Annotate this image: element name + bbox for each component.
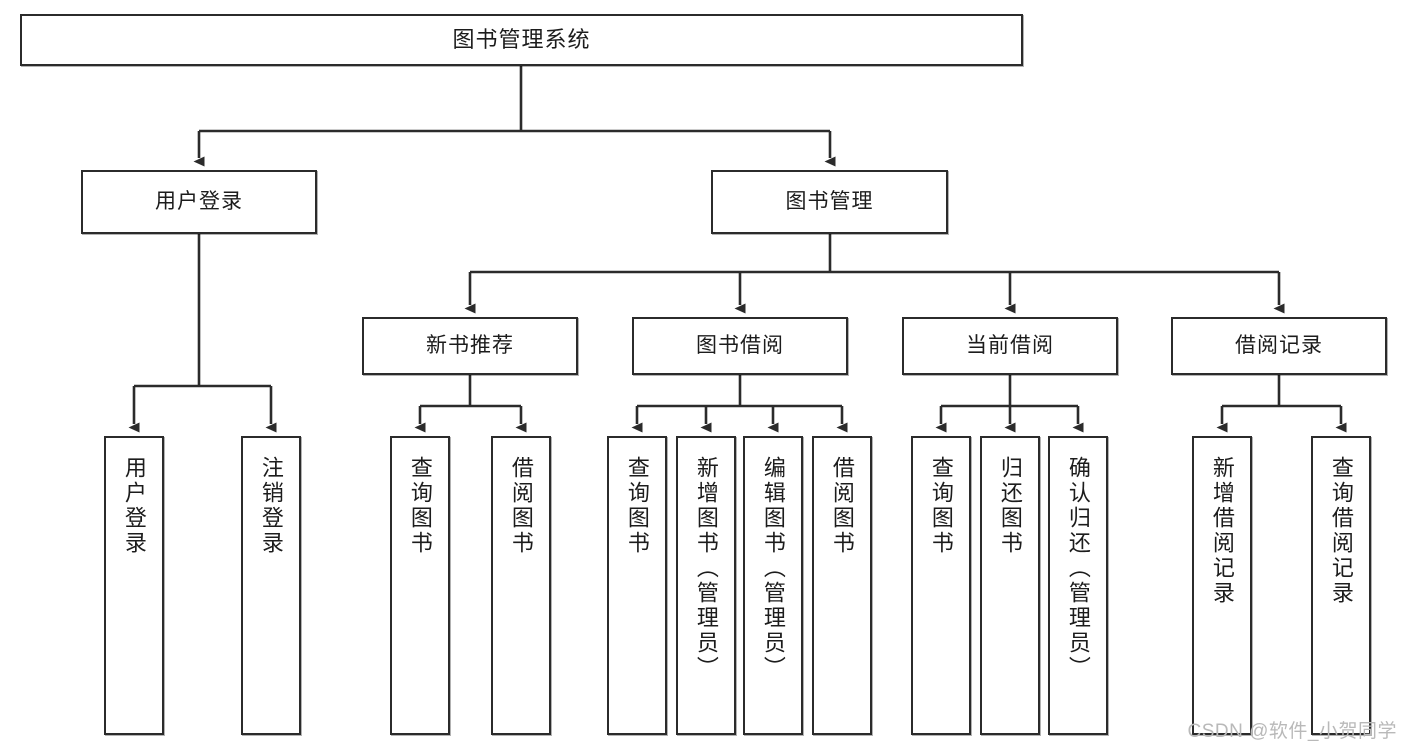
node-label: 图书管理系统 <box>452 27 591 53</box>
node-leaf-add-book-admin[interactable]: 新增图书（管理员） <box>676 436 736 735</box>
node-leaf-borrow-books-borrowing[interactable]: 借阅图书 <box>812 436 872 735</box>
node-leaf-add-borrow-record[interactable]: 新增借阅记录 <box>1192 436 1252 735</box>
node-leaf-confirm-return-admin[interactable]: 确认归还（管理员） <box>1048 436 1108 735</box>
node-borrow-records[interactable]: 借阅记录 <box>1171 317 1387 375</box>
node-label: 归还图书 <box>997 456 1023 556</box>
node-user-login-module[interactable]: 用户登录 <box>81 170 317 234</box>
node-leaf-edit-book-admin[interactable]: 编辑图书（管理员） <box>743 436 803 735</box>
node-label: 新增借阅记录 <box>1209 456 1235 606</box>
node-label: 查询图书 <box>624 456 650 556</box>
node-label: 图书管理 <box>785 189 874 213</box>
node-leaf-borrow-books-recommend[interactable]: 借阅图书 <box>491 436 551 735</box>
node-book-borrowing[interactable]: 图书借阅 <box>632 317 848 375</box>
node-leaf-return-books[interactable]: 归还图书 <box>980 436 1040 735</box>
node-book-management-module[interactable]: 图书管理 <box>711 170 948 234</box>
node-leaf-query-books-current[interactable]: 查询图书 <box>911 436 971 735</box>
watermark-text: CSDN @软件_小贺同学 <box>1187 721 1397 742</box>
node-label: 确认归还（管理员） <box>1065 456 1091 681</box>
node-label: 查询借阅记录 <box>1328 456 1354 606</box>
node-label: 新增图书（管理员） <box>693 456 719 681</box>
node-label: 借阅图书 <box>508 456 534 556</box>
node-label: 借阅记录 <box>1235 333 1323 357</box>
node-leaf-user-login[interactable]: 用户登录 <box>104 436 164 735</box>
node-label: 用户登录 <box>121 456 147 556</box>
node-leaf-logout[interactable]: 注销登录 <box>241 436 301 735</box>
node-root-system[interactable]: 图书管理系统 <box>20 14 1023 66</box>
node-leaf-query-borrow-record[interactable]: 查询借阅记录 <box>1311 436 1371 735</box>
node-current-borrowing[interactable]: 当前借阅 <box>902 317 1118 375</box>
node-leaf-query-books-borrowing[interactable]: 查询图书 <box>607 436 667 735</box>
node-label: 用户登录 <box>155 189 243 213</box>
node-label: 借阅图书 <box>829 456 855 556</box>
node-leaf-query-books-recommend[interactable]: 查询图书 <box>390 436 450 735</box>
node-new-book-recommendation[interactable]: 新书推荐 <box>362 317 578 375</box>
node-label: 新书推荐 <box>426 333 514 357</box>
node-label: 当前借阅 <box>966 333 1054 357</box>
node-label: 注销登录 <box>258 456 284 556</box>
node-label: 编辑图书（管理员） <box>760 456 786 681</box>
node-label: 查询图书 <box>928 456 954 556</box>
node-label: 图书借阅 <box>696 333 784 357</box>
node-label: 查询图书 <box>407 456 433 556</box>
